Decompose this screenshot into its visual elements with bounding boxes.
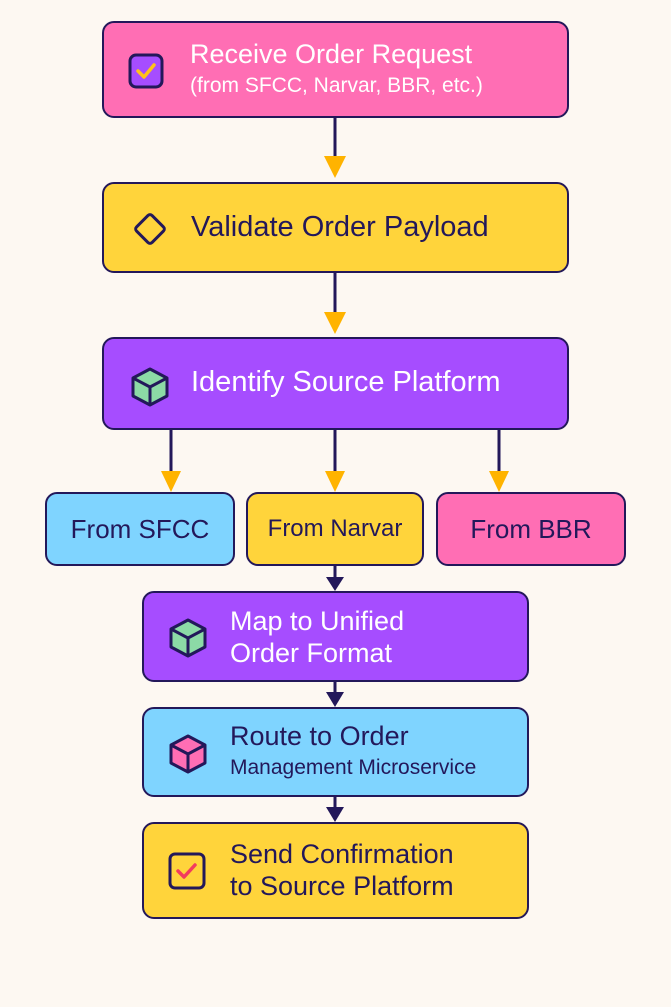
node-from-sfcc[interactable]: From SFCC (45, 492, 235, 566)
node-title-line2: to Source Platform (230, 870, 454, 901)
arrowhead-yellow (324, 312, 346, 334)
cube-icon (166, 732, 210, 781)
node-from-bbr[interactable]: From BBR (436, 492, 626, 566)
arrowhead-yellow (325, 471, 345, 492)
arrowhead-yellow (161, 471, 181, 492)
node-validate-order-payload[interactable]: Validate Order Payload (102, 182, 569, 273)
node-route-order-management[interactable]: Route to Order Management Microservice (142, 707, 529, 797)
node-from-narvar[interactable]: From Narvar (246, 492, 424, 566)
node-title-line2: Order Format (230, 637, 393, 668)
node-title: Validate Order Payload (191, 211, 489, 243)
arrowhead-dark (326, 577, 344, 591)
checkbox-checked-icon (128, 53, 164, 94)
cube-icon (128, 365, 172, 414)
node-title: Receive Order Request (190, 39, 473, 69)
node-title: From BBR (470, 513, 592, 544)
node-title: Send Confirmation (230, 839, 454, 869)
node-title: Map to Unified (230, 606, 405, 636)
diamond-icon (130, 209, 170, 254)
node-title: From SFCC (70, 513, 210, 544)
node-subtitle: Management Microservice (230, 755, 477, 779)
cube-icon (166, 616, 210, 665)
node-title: Route to Order (230, 721, 409, 751)
node-identify-source-platform[interactable]: Identify Source Platform (102, 337, 569, 430)
arrowhead-yellow (324, 156, 346, 178)
node-title: From Narvar (267, 514, 403, 542)
node-send-confirmation[interactable]: Send Confirmation to Source Platform (142, 822, 529, 919)
node-title: Identify Source Platform (191, 366, 501, 398)
arrowhead-yellow (489, 471, 509, 492)
arrowhead-dark (326, 807, 344, 822)
arrowhead-dark (326, 692, 344, 707)
node-subtitle: (from SFCC, Narvar, BBR, etc.) (190, 73, 483, 97)
node-map-unified-order-format[interactable]: Map to Unified Order Format (142, 591, 529, 682)
checkbox-checked-icon (167, 851, 207, 896)
node-receive-order-request[interactable]: Receive Order Request (from SFCC, Narvar… (102, 21, 569, 118)
